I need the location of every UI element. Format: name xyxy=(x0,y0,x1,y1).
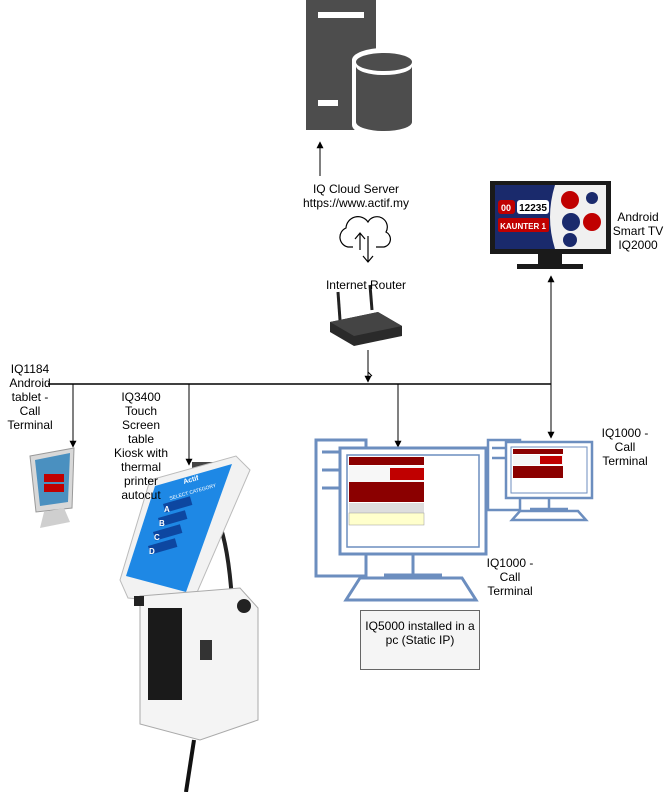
router-icon xyxy=(330,284,402,346)
kiosk-brand-text: Actif xyxy=(183,475,201,486)
router-label: Internet Router xyxy=(325,278,407,292)
iq5000-box: IQ5000 installed in a pc (Static IP) xyxy=(360,610,480,670)
kiosk-option-a: A xyxy=(164,505,170,514)
tv-ticket-number: 12235 xyxy=(519,203,547,214)
tablet-label: IQ1184 Android tablet - Call Terminal xyxy=(7,362,53,432)
smart-tv-icon xyxy=(490,181,611,269)
kiosk-label: IQ3400 Touch Screen table Kiosk with the… xyxy=(113,390,169,502)
small-terminal-label: IQ1000 - Call Terminal xyxy=(601,426,649,468)
cloud-server-label: IQ Cloud Server https://www.actif.my xyxy=(302,182,410,210)
kiosk-option-c: C xyxy=(154,533,160,542)
tv-ticket-prefix: 00 xyxy=(501,203,511,213)
kiosk-option-list xyxy=(147,496,193,555)
pc-screen-content xyxy=(348,457,425,526)
smart-tv-label: Android Smart TV IQ2000 xyxy=(612,210,664,252)
kiosk-option-b: B xyxy=(159,519,165,528)
small-pc-screen-content xyxy=(513,449,563,478)
cloud-server-icon xyxy=(306,0,416,137)
cloud-sync-icon xyxy=(339,216,392,263)
kiosk-device-icon xyxy=(119,455,259,792)
tv-counter-label: KAUNTER 1 xyxy=(500,222,546,231)
kiosk-option-d: D xyxy=(149,547,155,556)
pc-terminal-label: IQ1000 - Call Terminal xyxy=(486,556,534,598)
tablet-device-icon xyxy=(29,447,75,528)
